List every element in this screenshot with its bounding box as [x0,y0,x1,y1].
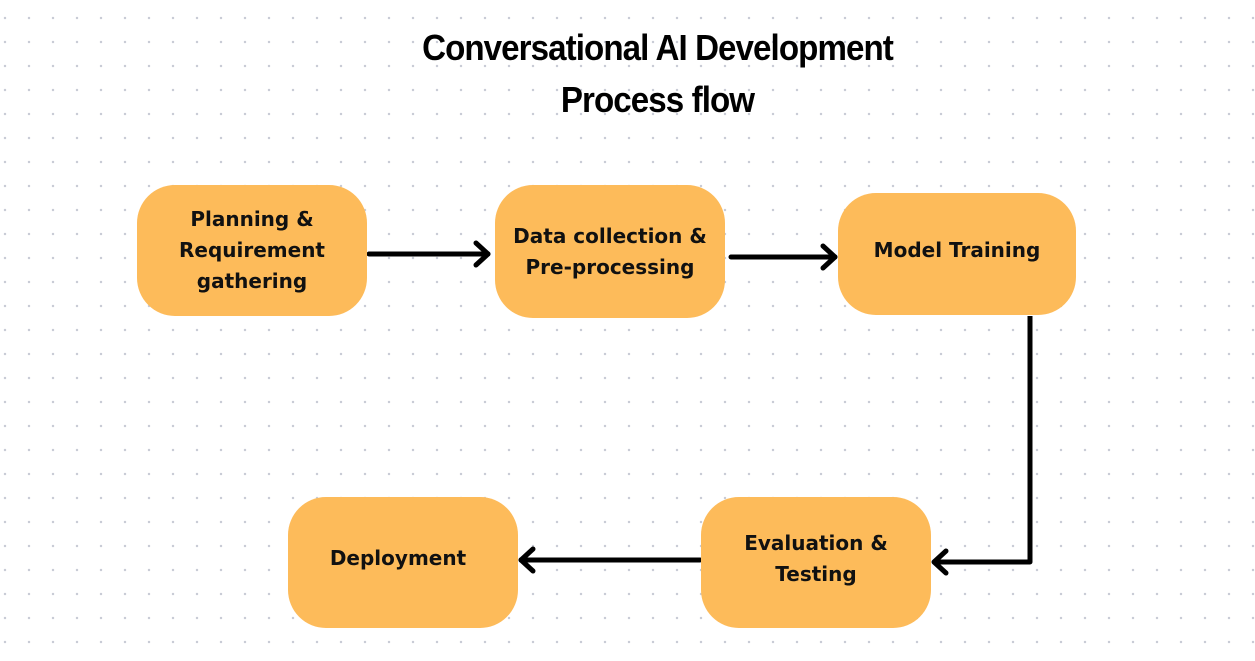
step-label-line: Deployment [329,546,467,570]
step-model-training[interactable]: Model Training [838,193,1076,315]
step-deployment[interactable]: Deployment [288,497,518,628]
step-label-line: Requirement [178,238,325,262]
step-label-line: Model Training [873,238,1041,262]
arrow-data-collection-to-model-training [728,243,838,271]
step-label-line: Planning & [190,207,314,231]
step-label-line: Evaluation & [744,531,888,555]
arrow-evaluation-to-deployment [518,546,703,574]
step-label-line: Data collection & [513,223,707,248]
step-data-collection[interactable]: Data collection & Pre-processing [495,185,725,318]
step-planning[interactable]: Planning & Requirement gathering [137,185,367,316]
arrow-planning-to-data-collection [366,240,491,268]
step-evaluation[interactable]: Evaluation & Testing [701,497,931,628]
step-label-line: Pre-processing [525,254,695,279]
title-line-2: Process flow [560,79,755,120]
diagram-title: Conversational AI Development Process fl… [329,22,987,126]
title-line-1: Conversational AI Development [422,27,894,68]
step-label-line: gathering [196,269,308,293]
step-label-line: Testing [775,562,857,586]
arrow-model-training-to-evaluation [931,316,1033,576]
